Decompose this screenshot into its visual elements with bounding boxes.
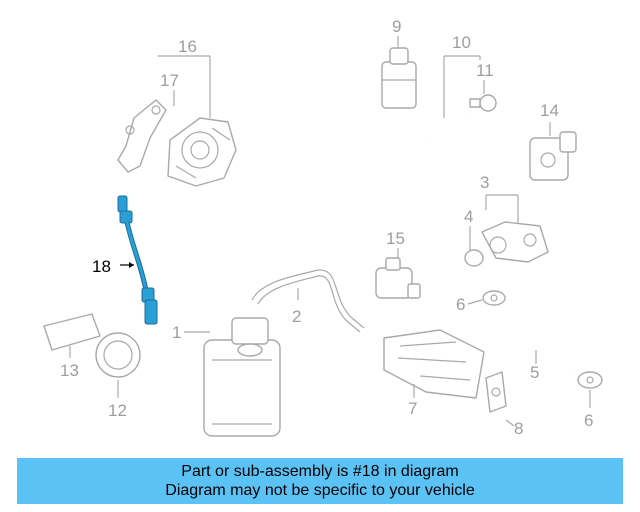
callout-12[interactable]: 12 xyxy=(108,401,127,420)
part-17-bracket[interactable] xyxy=(117,99,167,173)
part-6-gasket-lower[interactable] xyxy=(577,371,603,389)
callout-13[interactable]: 13 xyxy=(60,361,79,380)
part-16-throttle-body[interactable] xyxy=(167,117,237,187)
leader-lines xyxy=(69,36,591,427)
callout-labels: 16 17 9 10 11 14 3 4 15 2 1 6 5 7 8 6 12… xyxy=(60,17,593,438)
part-7-egr-cooler[interactable] xyxy=(383,329,485,399)
callout-6-upper[interactable]: 6 xyxy=(456,295,465,314)
part-18-oxygen-sensor[interactable] xyxy=(117,195,158,325)
callout-5[interactable]: 5 xyxy=(530,363,539,382)
part-6-gasket-upper[interactable] xyxy=(482,290,506,306)
callout-3[interactable]: 3 xyxy=(480,173,489,192)
callout-14[interactable]: 14 xyxy=(540,101,559,120)
callout-9[interactable]: 9 xyxy=(392,17,401,36)
part-10-hose[interactable] xyxy=(376,110,471,266)
callout-7[interactable]: 7 xyxy=(408,399,417,418)
part-9-valve[interactable] xyxy=(381,47,417,109)
callout-10[interactable]: 10 xyxy=(452,33,471,52)
part-2-vacuum-line[interactable] xyxy=(251,269,365,333)
callout-2[interactable]: 2 xyxy=(292,307,301,326)
callout-8[interactable]: 8 xyxy=(514,419,523,438)
callout-11[interactable]: 11 xyxy=(476,61,494,80)
part-5-pipe[interactable] xyxy=(499,317,575,370)
callout-4[interactable]: 4 xyxy=(464,207,473,226)
part-1-canister[interactable] xyxy=(203,317,281,437)
banner-line-2: Diagram may not be specific to your vehi… xyxy=(165,482,475,499)
callout-17[interactable]: 17 xyxy=(160,71,179,90)
part-8-gasket[interactable] xyxy=(485,371,507,413)
callout-18[interactable]: 18 xyxy=(92,257,111,276)
callout-15[interactable]: 15 xyxy=(386,229,405,248)
part-12-vacuum-canister[interactable] xyxy=(95,332,141,378)
info-banner: Part or sub-assembly is #18 in diagram D… xyxy=(17,458,623,504)
callout-6-lower[interactable]: 6 xyxy=(584,411,593,430)
part-13-shield[interactable] xyxy=(43,313,101,351)
part-14-solenoid[interactable] xyxy=(529,131,577,181)
part-3-egr-valve[interactable] xyxy=(481,221,549,263)
part-4-o-ring[interactable] xyxy=(464,249,484,267)
part-15-valve[interactable] xyxy=(375,257,421,299)
banner-line-1: Part or sub-assembly is #18 in diagram xyxy=(181,463,459,480)
part-11-fitting[interactable] xyxy=(469,94,497,112)
callout-16[interactable]: 16 xyxy=(178,37,197,56)
callout-1[interactable]: 1 xyxy=(172,323,181,342)
parts-diagram: 16 17 9 10 11 14 3 4 15 2 1 6 5 7 8 6 12… xyxy=(43,17,603,438)
